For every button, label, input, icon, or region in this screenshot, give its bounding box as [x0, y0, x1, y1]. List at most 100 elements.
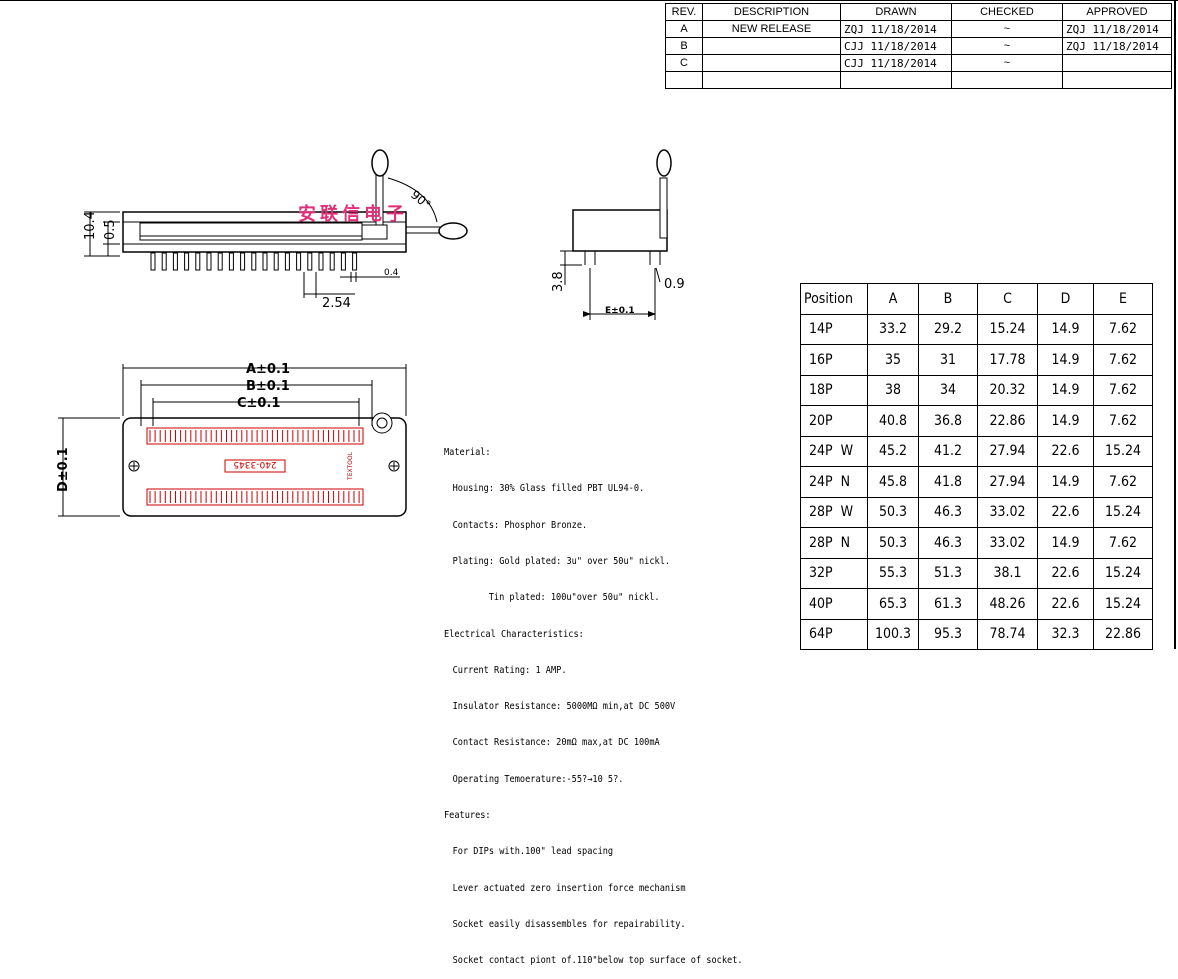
e-cell: 15.24 [1093, 557, 1153, 589]
plating-gold-spec: Plating: Gold plated: 3u" over 50u" nick… [452, 556, 671, 568]
b-cell: 29.2 [918, 313, 978, 345]
pin [184, 252, 190, 271]
checked-cell: ~ [951, 37, 1063, 55]
b-cell: 36.8 [918, 405, 978, 437]
d-cell: 14.9 [1037, 466, 1094, 498]
a-cell: 55.3 [867, 557, 919, 589]
dimension-table-header: Position A B C D E [800, 283, 1153, 315]
c-cell: 27.94 [977, 435, 1038, 467]
position-cell: 40P [800, 588, 868, 620]
position-cell: 32P [800, 557, 868, 589]
d-cell: 14.9 [1037, 374, 1094, 406]
description-cell: NEW RELEASE [702, 20, 841, 38]
electrical-heading: Electrical Characteristics: [444, 628, 584, 640]
approved-cell [1062, 71, 1172, 89]
pin [240, 252, 246, 271]
approved-header: APPROVED [1062, 3, 1172, 21]
revision-table: REV. DESCRIPTION DRAWN CHECKED APPROVED … [665, 3, 1172, 89]
position-cell: 28P N [800, 527, 868, 559]
drawing-border-right [1174, 0, 1176, 649]
front-pins [150, 252, 358, 271]
housing-spec: Housing: 30% Glass filled PBT UL94-0. [452, 483, 645, 495]
position-header: Position [800, 283, 868, 315]
drawn-cell: ZQJ 11/18/2014 [840, 20, 952, 38]
c-cell: 33.02 [977, 527, 1038, 559]
pin [296, 252, 302, 271]
c-cell: 48.26 [977, 588, 1038, 620]
c-cell: 20.32 [977, 374, 1038, 406]
height-dim-label: 10.4 [83, 211, 98, 240]
pin [318, 252, 324, 271]
b-cell: 41.2 [918, 435, 978, 467]
e-cell: 7.62 [1093, 313, 1153, 345]
a-cell: 50.3 [867, 496, 919, 528]
d-header: D [1037, 283, 1094, 315]
a-cell: 45.2 [867, 435, 919, 467]
part-label: 240-3345 [233, 459, 276, 469]
pin [172, 252, 178, 271]
pin [284, 252, 290, 271]
pin [150, 252, 156, 271]
pin [161, 252, 167, 271]
position-cell: 16P [800, 344, 868, 376]
pin [273, 252, 279, 271]
brand-label: TEXTOOL [347, 451, 354, 481]
drawing-border-top [0, 0, 1178, 1]
d-cell: 22.6 [1037, 435, 1094, 467]
dim-b-label: B±0.1 [246, 379, 290, 394]
d-cell: 14.9 [1037, 527, 1094, 559]
d-cell: 32.3 [1037, 618, 1094, 650]
top-view: 240-3345 TEXTOOL A±0.1 B±0.1 C±0.1 D±0.1 [56, 362, 407, 517]
position-cell: 20P [800, 405, 868, 437]
a-cell: 100.3 [867, 618, 919, 650]
b-header: B [918, 283, 978, 315]
position-cell: 18P [800, 374, 868, 406]
a-cell: 50.3 [867, 527, 919, 559]
position-cell: 64P [800, 618, 868, 650]
b-cell: 51.3 [918, 557, 978, 589]
specifications-block: Material: Housing: 30% Glass filled PBT … [444, 423, 743, 979]
pin [217, 252, 223, 271]
pin [206, 252, 212, 271]
d-cell: 14.9 [1037, 344, 1094, 376]
checked-cell [951, 71, 1063, 89]
side-pin-width-dim-label: 0.9 [664, 277, 685, 292]
e-cell: 7.62 [1093, 374, 1153, 406]
dim-a-label: A±0.1 [246, 362, 290, 377]
c-cell: 38.1 [977, 557, 1038, 589]
checked-header: CHECKED [951, 3, 1063, 21]
b-cell: 61.3 [918, 588, 978, 620]
c-cell: 17.78 [977, 344, 1038, 376]
revision-row [665, 71, 1172, 89]
c-cell: 33.02 [977, 496, 1038, 528]
revision-row: A NEW RELEASE ZQJ 11/18/2014 ~ ZQJ 11/18… [665, 20, 1172, 38]
dim-c-label: C±0.1 [237, 396, 280, 411]
contacts-spec: Contacts: Phosphor Bronze. [452, 519, 588, 531]
e-cell: 22.86 [1093, 618, 1153, 650]
b-cell: 46.3 [918, 527, 978, 559]
feature-item: Socket easily disassembles for repairabi… [452, 918, 686, 930]
e-cell: 15.24 [1093, 588, 1153, 620]
position-cell: 24P N [800, 466, 868, 498]
insulator-resistance-spec: Insulator Resistance: 5000MΩ min,at DC 5… [452, 701, 676, 713]
drawn-cell: CJJ 11/18/2014 [840, 54, 952, 72]
a-cell: 45.8 [867, 466, 919, 498]
pin-length-dim-label: 3.8 [551, 271, 566, 292]
drawn-cell [840, 71, 952, 89]
approved-cell: ZQJ 11/18/2014 [1062, 20, 1172, 38]
e-cell: 7.62 [1093, 405, 1153, 437]
d-cell: 14.9 [1037, 405, 1094, 437]
position-cell: 24P W [800, 435, 868, 467]
checked-cell: ~ [951, 20, 1063, 38]
b-cell: 31 [918, 344, 978, 376]
a-cell: 38 [867, 374, 919, 406]
